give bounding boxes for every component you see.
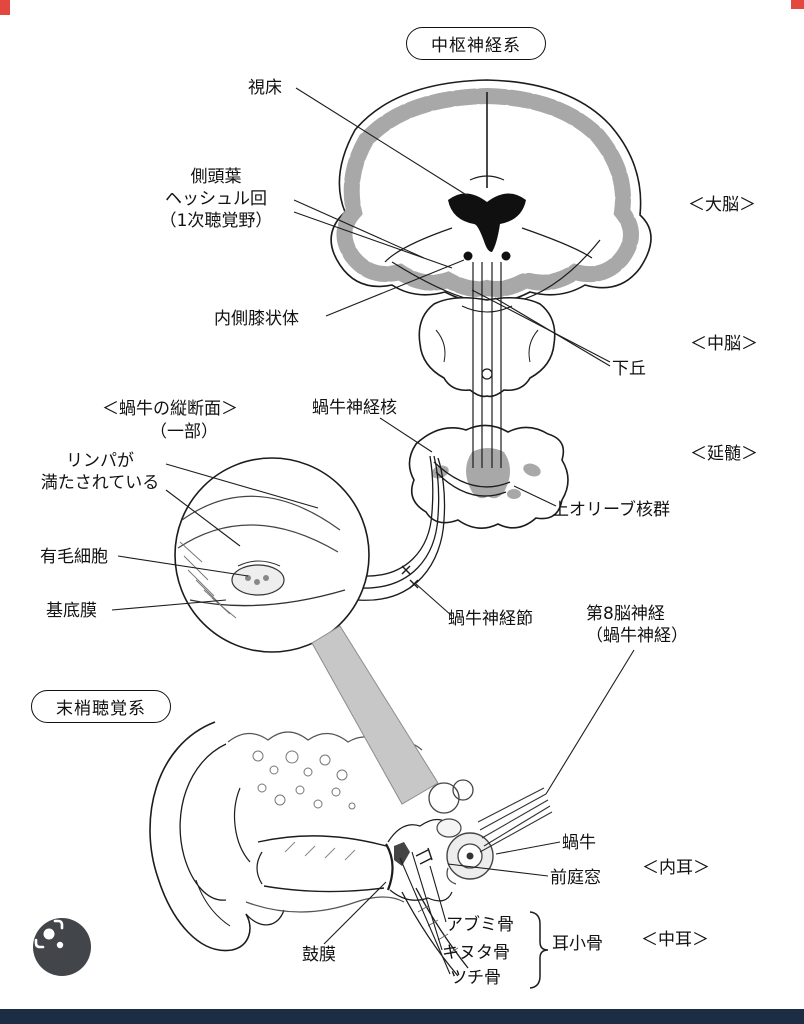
- label-temporal-lobe: 側頭葉: [190, 167, 242, 187]
- label-thalamus: 視床: [248, 78, 282, 98]
- label-inner-ear: ＜内耳＞: [642, 858, 710, 878]
- label-hair-cells: 有毛細胞: [40, 547, 108, 567]
- label-middle-ear: ＜中耳＞: [641, 930, 709, 950]
- corner-mark-right: [791, 0, 804, 9]
- label-oval-window: 前庭窓: [550, 868, 601, 888]
- label-malleus: ツチ骨: [450, 968, 501, 988]
- semicircular-canal-shape: [428, 782, 460, 814]
- cochlea-magnified-circle: [174, 457, 370, 653]
- stapes-shape: [415, 847, 433, 865]
- label-cerebrum: ＜大脳＞: [688, 195, 756, 215]
- corner-mark-left: [0, 0, 10, 15]
- label-cochlea-section-title: ＜蝸牛の縦断面＞: [102, 399, 238, 419]
- eustachian-tube-shape: [401, 891, 459, 977]
- ossicles-shape: [394, 842, 410, 866]
- eighth-nerve-fan: [477, 787, 553, 853]
- midbrain-section: [418, 296, 556, 398]
- label-spiral-ganglion: 蝸牛神経節: [448, 609, 533, 629]
- label-eighth-nerve-line2: （蝸牛神経）: [586, 626, 688, 647]
- cochlear-nerve-bundle: [357, 455, 511, 601]
- label-primary-auditory-cortex: （1次聴覚野）: [159, 211, 273, 232]
- label-incus: キヌタ骨: [442, 943, 510, 963]
- ossicles-brace: [529, 911, 549, 989]
- label-heschl-gyrus: ヘッシュル回: [165, 189, 267, 210]
- label-medial-geniculate-body: 内側膝状体: [214, 309, 299, 329]
- label-eighth-nerve-line1: 第8脳神経: [586, 604, 665, 624]
- label-auditory-ossicles: 耳小骨: [552, 934, 603, 954]
- auditory-pathway-fibers: [472, 262, 502, 468]
- label-medulla: ＜延髄＞: [690, 444, 758, 464]
- peripheral-auditory-system-title: 末梢聴覚系: [31, 690, 171, 723]
- magnifier-wedge: [311, 625, 439, 805]
- leader-lines: [111, 87, 635, 975]
- label-eighth-nerve-block: 第8脳神経 （蝸牛神経）: [586, 603, 688, 647]
- label-lymph-line2: 満たされている: [40, 473, 160, 494]
- medulla-section: [408, 424, 569, 529]
- label-temporal-lobe-block: 側頭葉 ヘッシュル回 （1次聴覚野）: [138, 166, 294, 232]
- ganglion-x-marks: [401, 565, 419, 589]
- tympanic-membrane-shape: [385, 843, 394, 891]
- label-cochlear-nucleus: 蝸牛神経核: [312, 398, 397, 418]
- label-superior-olivary-complex: 上オリーブ核群: [552, 500, 670, 520]
- label-basilar-membrane: 基底膜: [46, 601, 97, 621]
- label-eardrum: 鼓膜: [302, 945, 336, 965]
- lens-icon[interactable]: [33, 918, 91, 976]
- label-lymph-line1: リンパが: [66, 451, 134, 471]
- bottom-bar: [0, 1009, 804, 1024]
- mastoid-air-cells: [252, 750, 356, 810]
- camera-lens-glyph: [34, 919, 64, 949]
- brain-coronal-section: [330, 79, 652, 303]
- label-cochlea: 蝸牛: [562, 833, 596, 853]
- label-lymph-block: リンパが 満たされている: [34, 450, 166, 494]
- central-nervous-system-title: 中枢神経系: [406, 27, 546, 60]
- ear-illustration: [149, 721, 553, 977]
- label-stapes: アブミ骨: [446, 915, 514, 935]
- label-inferior-colliculus: 下丘: [612, 359, 646, 379]
- label-midbrain: ＜中脳＞: [690, 334, 758, 354]
- label-cochlea-section-partial: （一部）: [150, 422, 218, 442]
